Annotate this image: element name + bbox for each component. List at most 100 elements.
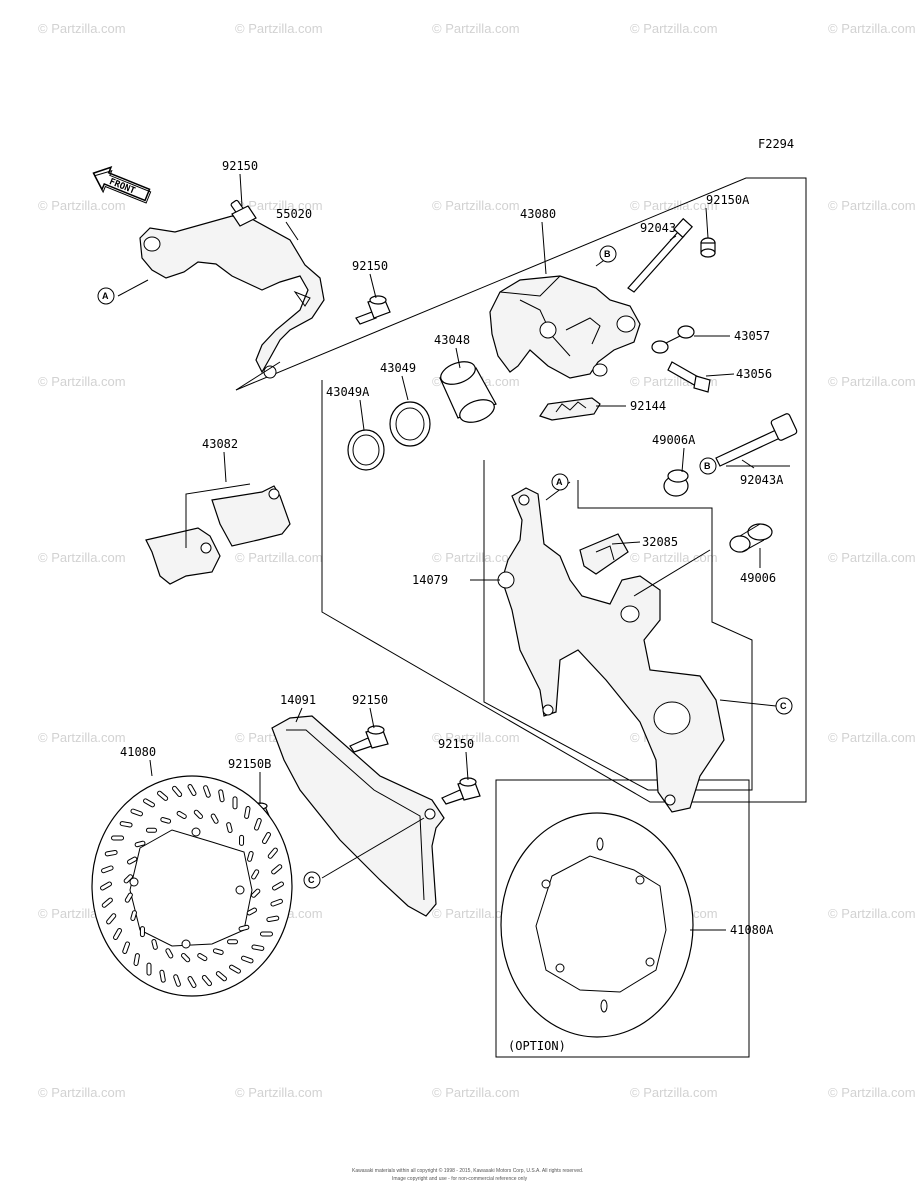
disc-vent-slot — [270, 898, 283, 907]
watermark: © Partzilla.com — [38, 1085, 126, 1100]
disc-vent-slot — [181, 952, 191, 963]
disc-vent-slot — [193, 809, 203, 820]
disc-vent-slot — [145, 827, 157, 833]
ref-c-marker: C — [775, 697, 793, 715]
part-labels: 92150 55020 92150 43080 92043 92150A 430… — [120, 159, 784, 937]
piston-43048 — [439, 361, 497, 423]
disc-vent-slot — [261, 832, 271, 844]
watermark: © Partzilla.com — [630, 198, 718, 213]
part-label: 92150A — [706, 193, 750, 207]
disc-vent-slot — [159, 969, 166, 983]
disc-vent-slot — [187, 976, 197, 988]
assembly-outline — [235, 177, 807, 803]
disc-vent-slot — [130, 808, 143, 817]
part-label: 43080 — [520, 207, 556, 221]
disc-vent-slot — [251, 869, 260, 880]
watermark: © Partzilla.com — [828, 730, 916, 745]
front-arrow-icon: FRONT — [92, 166, 152, 204]
disc-vent-slot — [101, 897, 113, 908]
watermark: © Partzilla.com — [38, 21, 126, 36]
watermark: © Partzilla.com — [630, 21, 718, 36]
disc-vent-slot — [241, 955, 254, 964]
disc-vent-slot — [122, 941, 130, 954]
watermark: © Partzilla.com — [828, 906, 916, 921]
bolt-92150-guard — [349, 725, 389, 753]
option-box — [495, 779, 750, 1058]
part-label: 92043A — [740, 473, 784, 487]
part-label: 43049 — [380, 361, 416, 375]
watermark: © Partzilla.com — [828, 1085, 916, 1100]
part-label: 43057 — [734, 329, 770, 343]
part-label: 55020 — [276, 207, 312, 221]
watermark: © Partzilla.com — [235, 550, 323, 565]
watermark: © Partzilla.com — [432, 1085, 520, 1100]
ref-a-marker: A — [551, 473, 569, 491]
bolt-92150-top — [230, 199, 257, 227]
disc-vent-slot — [254, 818, 262, 831]
disc-vent-slot — [271, 864, 283, 875]
part-label: 43048 — [434, 333, 470, 347]
disc-vent-slot — [203, 785, 211, 798]
part-label: 92043 — [640, 221, 676, 235]
disc-vent-slot — [157, 790, 169, 801]
disc-vent-slot — [106, 913, 117, 925]
disc-vent-slot — [100, 881, 112, 891]
part-label: 92150 — [352, 259, 388, 273]
plug-92150a — [700, 237, 716, 258]
brake-caliper — [489, 275, 641, 379]
disc-vent-slot — [251, 944, 265, 951]
disc-vent-slot — [210, 813, 219, 824]
disc-vent-slot — [176, 810, 187, 819]
disc-vent-slot — [146, 962, 152, 976]
disc-vent-slot — [143, 798, 155, 808]
seal-43049a — [347, 429, 385, 471]
svg-text:B: B — [704, 461, 711, 471]
disc-vent-slot — [218, 789, 225, 803]
watermark: © Partzilla.com — [432, 730, 520, 745]
disc-vent-slot — [151, 939, 158, 950]
ref-markers: A B B A C C — [97, 245, 793, 889]
disc-vent-slot — [246, 907, 257, 916]
disc-vent-slot — [113, 928, 123, 940]
disc-vent-slot — [272, 881, 284, 891]
disc-vent-slot — [187, 784, 197, 796]
disc-vent-slot — [139, 926, 145, 938]
disc-vent-slot — [247, 851, 254, 862]
part-label: 14091 — [280, 693, 316, 707]
leader-lines — [117, 173, 790, 931]
figure-code: F2294 — [758, 137, 794, 151]
spring-92144 — [539, 397, 601, 421]
part-label: 41080 — [120, 745, 156, 759]
disc-vent-slot — [197, 953, 208, 962]
pin-92043 — [627, 217, 693, 293]
pad-clip-32085 — [579, 533, 629, 575]
part-label: 43082 — [202, 437, 238, 451]
brake-pads-43082 — [145, 483, 291, 585]
disc-vent-slot — [212, 948, 224, 955]
bleeder-cap-43057 — [651, 325, 695, 354]
watermark: © Partzilla.com — [630, 1085, 718, 1100]
disc-vent-slot — [134, 840, 146, 848]
part-label: 92150B — [228, 757, 271, 771]
bolt-92150-guard-2 — [441, 777, 481, 805]
watermark: © Partzilla.com — [235, 1085, 323, 1100]
part-label: 41080A — [730, 923, 774, 937]
disc-vent-slot — [238, 924, 250, 932]
part-label: 43056 — [736, 367, 772, 381]
part-label: 14079 — [412, 573, 448, 587]
disc-vent-slot — [173, 974, 181, 987]
part-label: 92144 — [630, 399, 666, 413]
disc-vent-slot — [232, 796, 238, 810]
watermark: © Partzilla.com — [432, 21, 520, 36]
watermark: © Partzilla.com — [38, 550, 126, 565]
disc-vent-slot — [266, 915, 280, 923]
disc-vent-slot — [226, 822, 233, 833]
caliper-bracket-14079 — [497, 487, 725, 813]
watermark: © Partzilla.com — [828, 21, 916, 36]
watermark: © Partzilla.com — [38, 374, 126, 389]
part-label: 49006 — [740, 571, 776, 585]
svg-text:C: C — [308, 875, 315, 885]
option-label: (OPTION) — [508, 1039, 566, 1053]
disc-vent-slot — [165, 948, 174, 959]
